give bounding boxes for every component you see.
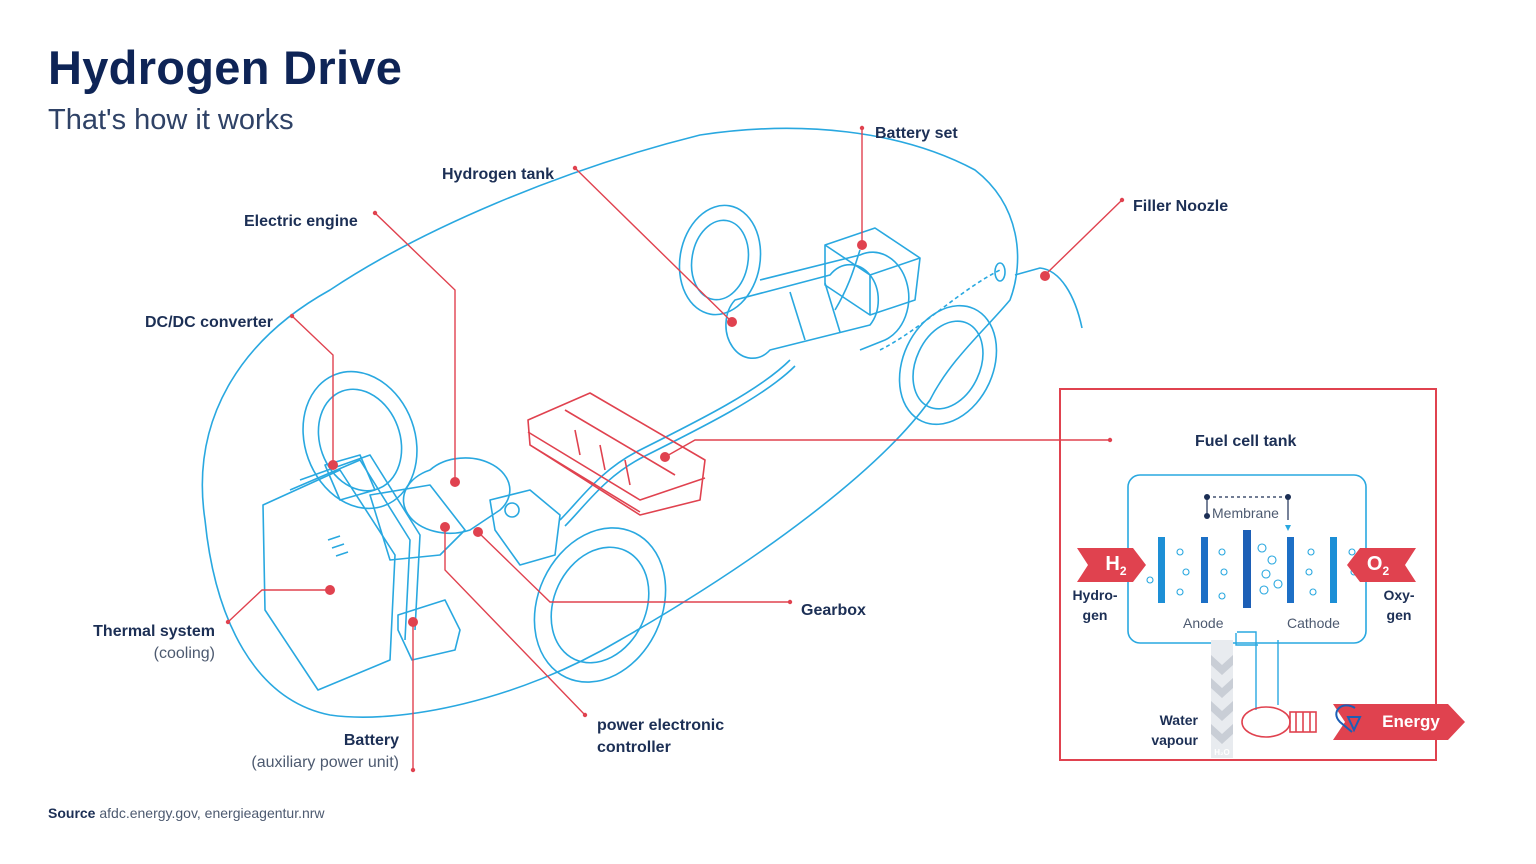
rear-left-wheel: [678, 204, 762, 316]
source-label: Source: [48, 805, 96, 821]
h2-symbol: H2: [1105, 553, 1127, 578]
label-anode: Anode: [1183, 615, 1224, 631]
thermal-system-subtitle: (cooling): [153, 645, 215, 662]
o2-tag: [1347, 548, 1416, 582]
battery-title: Battery: [343, 732, 399, 749]
front-right-wheel: [533, 527, 667, 683]
water-vapour-arrow: [1211, 640, 1233, 758]
thermal-system-shape: [262, 469, 396, 691]
o2-symbol: O2: [1366, 553, 1390, 578]
aux-battery-shape: [397, 599, 461, 661]
label-thermal-system: Thermal system (cooling): [93, 621, 215, 665]
label-battery-set: Battery set: [875, 125, 958, 142]
fuel-cell-inset-frame: [1059, 388, 1437, 761]
gearbox-shape: [489, 489, 561, 566]
car-body-outline: [201, 127, 1019, 718]
label-power-electronic-controller: power electronic controller: [597, 715, 724, 759]
label-gearbox: Gearbox: [801, 602, 866, 619]
battery-set-shape: [824, 227, 921, 316]
page-title: Hydrogen Drive: [48, 41, 403, 94]
label-energy: Energy: [1382, 712, 1440, 731]
label-cathode: Cathode: [1287, 615, 1340, 631]
label-hydrogen-tank: Hydrogen tank: [442, 166, 555, 183]
thermal-system-title: Thermal system: [93, 623, 215, 640]
label-filler-noozle: Filler Noozle: [1133, 198, 1229, 215]
fuel-cell-stack-shape: [527, 392, 706, 516]
source-text: afdc.energy.gov, energieagentur.nrw: [99, 805, 325, 821]
battery-subtitle: (auxiliary power unit): [251, 754, 399, 771]
label-membrane: Membrane: [1212, 505, 1279, 521]
pec-line-1: power electronic: [597, 717, 725, 734]
label-dcdc-converter: DC/DC converter: [145, 314, 274, 331]
page-subtitle: That's how it works: [48, 104, 294, 136]
label-hydrogen: Hydro-gen: [1072, 587, 1118, 623]
energy-tag: [1333, 704, 1465, 740]
label-oxygen: Oxy-gen: [1383, 587, 1415, 623]
h2-tag: [1077, 548, 1146, 582]
hydrogen-tank-shape: [725, 263, 880, 360]
rear-right-wheel: [898, 304, 998, 426]
front-left-wheel: [302, 370, 418, 510]
label-battery: Battery (auxiliary power unit): [251, 730, 399, 774]
electric-engine-shape: [402, 457, 511, 535]
pec-line-2: controller: [597, 739, 671, 756]
dcdc-converter-shape: [324, 454, 376, 501]
h2o-symbol: H₂O: [1214, 748, 1230, 757]
light-bulb-icon: [1241, 706, 1317, 738]
label-electric-engine: Electric engine: [244, 213, 358, 230]
source-line: Source afdc.energy.gov, energieagentur.n…: [48, 805, 325, 821]
label-fuel-cell-tank: Fuel cell tank: [1195, 433, 1297, 450]
